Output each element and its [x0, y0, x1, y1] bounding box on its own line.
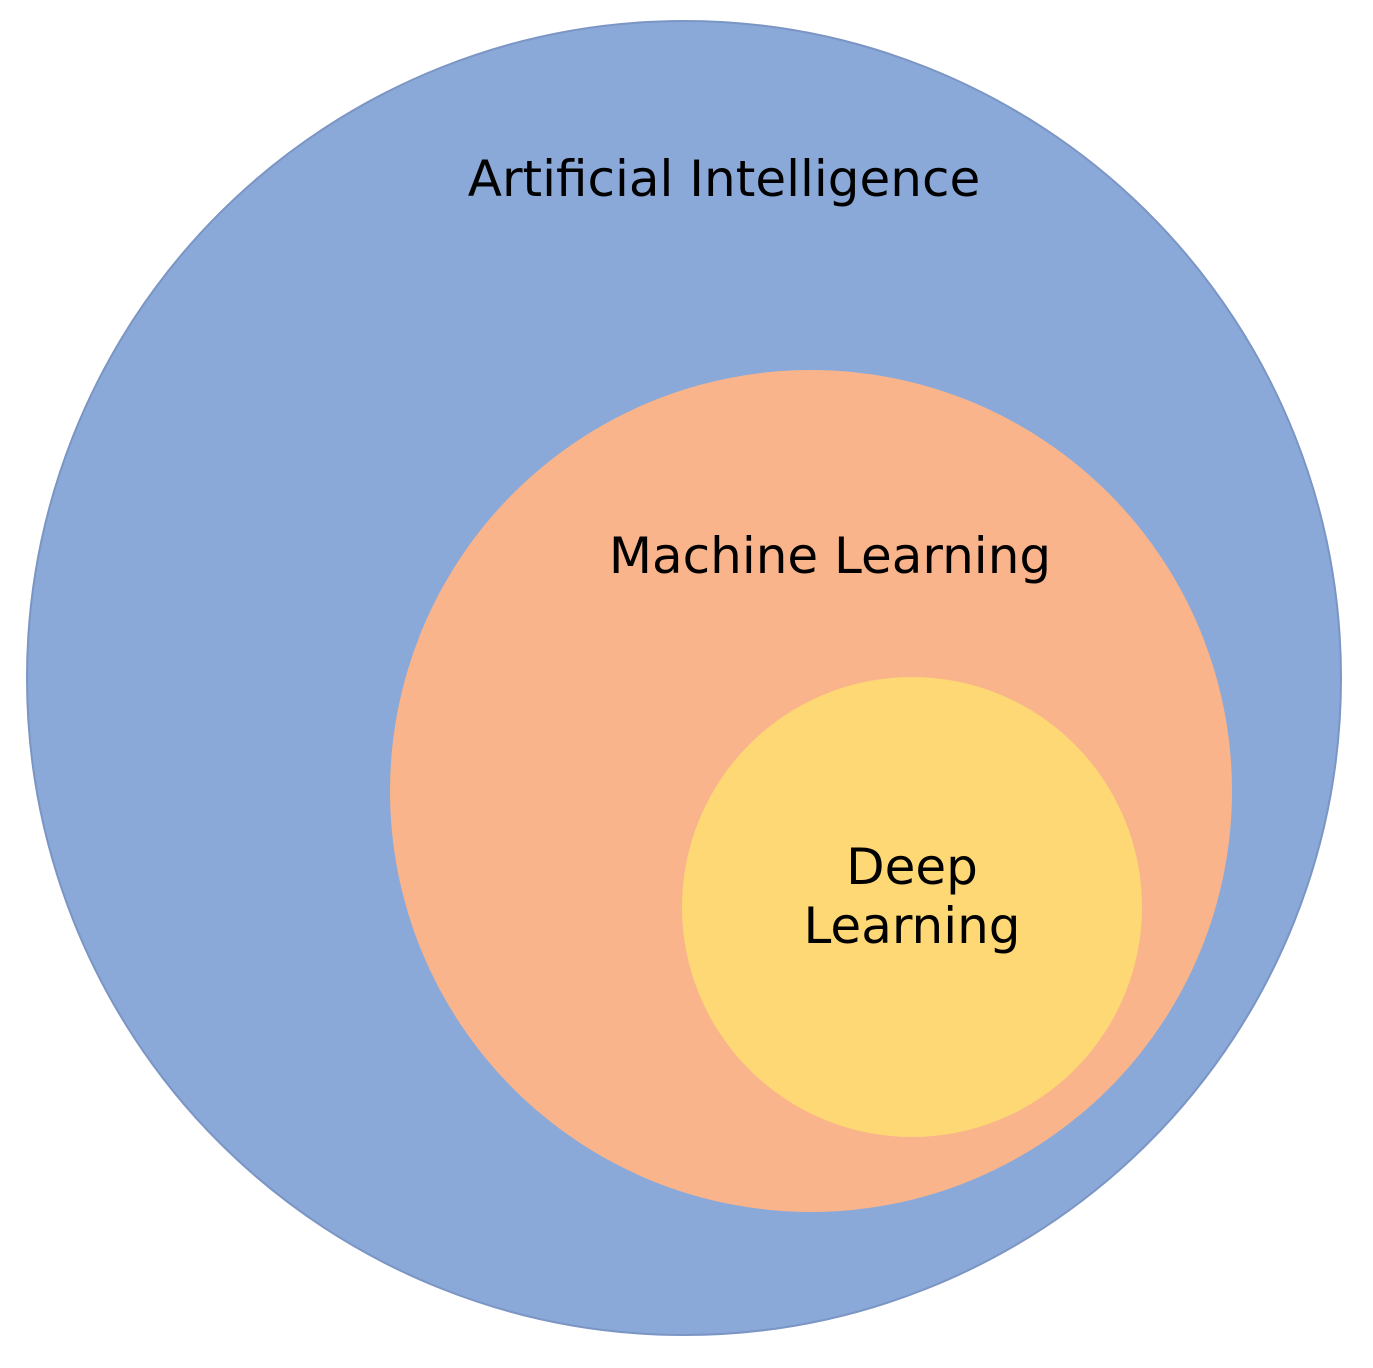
- deep-learning-circle: [682, 677, 1142, 1137]
- machine-learning-label: Machine Learning: [608, 527, 1052, 585]
- deep-learning-label-line-2: Learning: [803, 897, 1021, 955]
- artificial-intelligence-label: Artificial Intelligence: [467, 150, 981, 208]
- deep-learning-label-line-1: Deep: [846, 838, 978, 896]
- deep-learning-label: Deep Learning: [712, 838, 1112, 956]
